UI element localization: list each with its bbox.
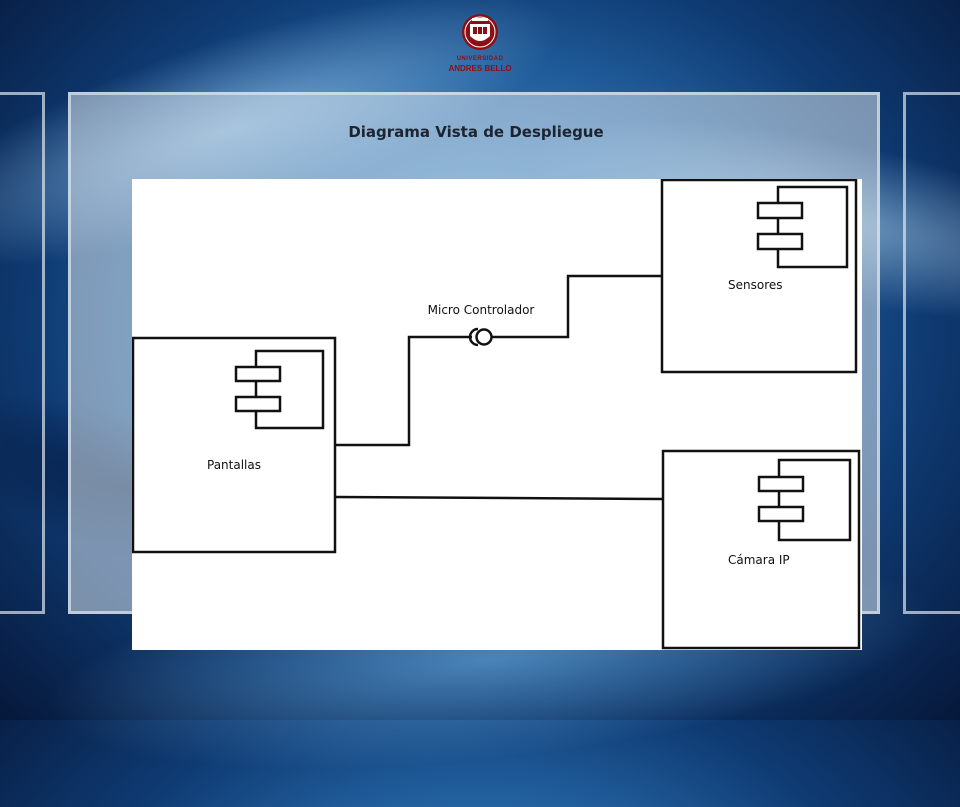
- interface-label: Micro Controlador: [428, 303, 535, 317]
- component-icon: [757, 458, 852, 542]
- connector-interface-sensores: [492, 274, 662, 339]
- decorative-frame-right: [903, 92, 960, 614]
- connector-pantallas-camara: [335, 495, 663, 501]
- slide-title: Diagrama Vista de Despliegue: [348, 123, 604, 141]
- university-logo: UNIVERSIDAD ANDRES BELLO: [448, 12, 512, 78]
- logo-text-line2: ANDRES BELLO: [448, 64, 512, 73]
- node-camara-ip: Cámara IP: [661, 449, 861, 650]
- node-pantallas: Pantallas: [132, 336, 337, 554]
- node-label-camara-ip: Cámara IP: [728, 553, 790, 567]
- socket-icon: [468, 327, 479, 347]
- shield-icon: [462, 14, 498, 50]
- connector-pantallas-interface: [336, 335, 472, 447]
- diagram-svg: Micro Controlador Pantallas Sensores: [132, 179, 861, 650]
- component-icon: [234, 349, 325, 430]
- node-sensores: Sensores: [660, 179, 858, 374]
- decorative-frame-left: [0, 92, 45, 614]
- logo-text-line1: UNIVERSIDAD: [456, 56, 504, 62]
- deployment-diagram: Micro Controlador Pantallas Sensores: [132, 179, 862, 650]
- node-label-pantallas: Pantallas: [207, 458, 261, 472]
- component-icon: [756, 185, 849, 269]
- interface-ball-icon: [475, 328, 493, 346]
- node-label-sensores: Sensores: [728, 278, 783, 292]
